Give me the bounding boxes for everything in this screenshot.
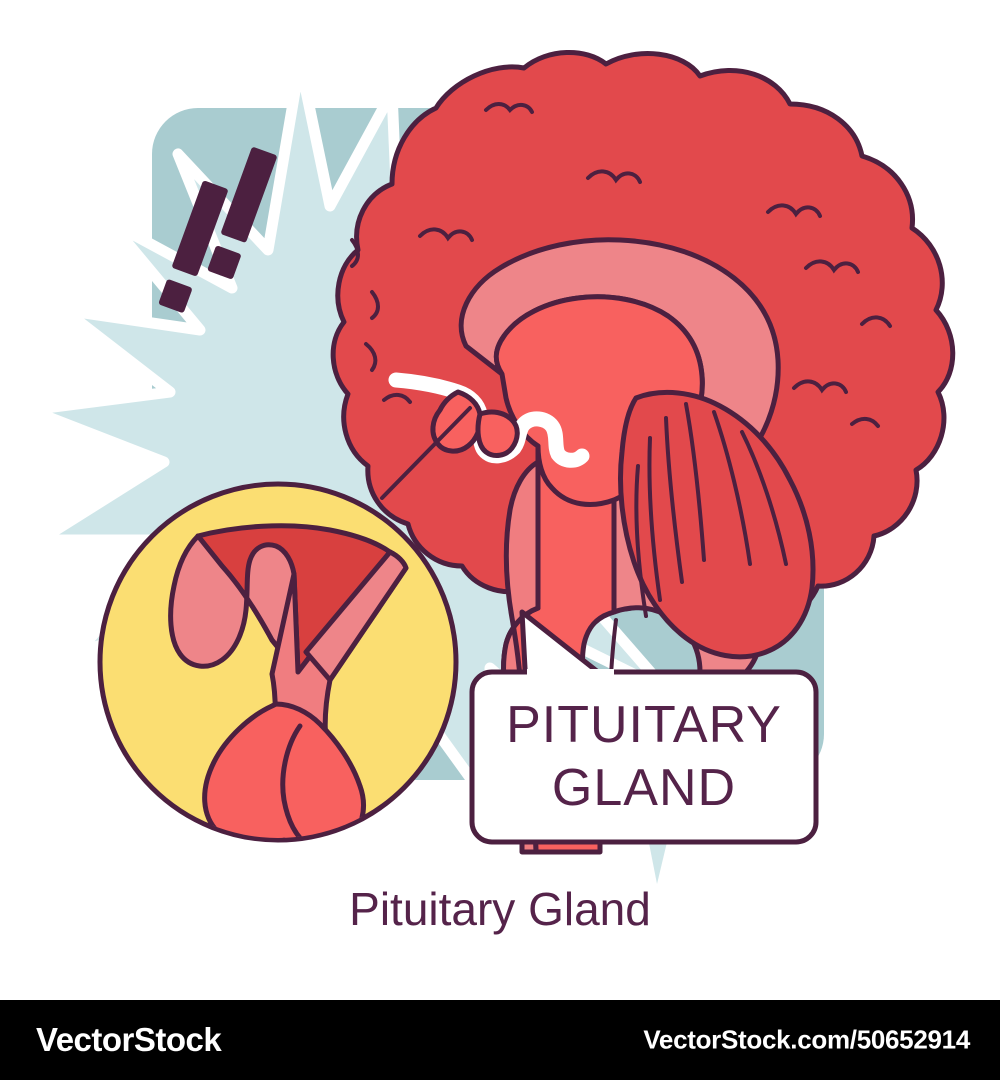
inset-gland-seam <box>280 723 311 838</box>
brainstem <box>501 459 541 855</box>
inset-fan-edge <box>303 549 409 683</box>
cerebellum-folia-lines <box>634 402 788 618</box>
callout-box[interactable]: PITUITARY GLAND <box>469 609 819 845</box>
pituitary-stalk <box>475 409 520 458</box>
exclamation-bar-1 <box>172 180 228 276</box>
vectorstock-logo: VectorStock <box>36 1021 222 1058</box>
pituitary-gland-illustration: PITUITARY GLAND Pituitary Gland <box>30 50 956 935</box>
exclamation-dot-2 <box>207 245 241 279</box>
vectorstock-url: VectorStock.com/50652914 <box>643 1024 970 1055</box>
magnifier-inset <box>97 481 459 843</box>
cortex-gyri-marks <box>350 102 892 428</box>
page-caption: Pituitary Gland <box>349 883 651 935</box>
callout-line-1: PITUITARY <box>506 696 782 754</box>
callout-line-2: GLAND <box>552 759 736 817</box>
exclamation-dot-1 <box>158 279 192 313</box>
leader-line <box>380 406 472 500</box>
starburst-spike-lower <box>648 838 668 884</box>
exclamation-bar-2 <box>221 147 277 243</box>
exclamation-marks <box>158 147 277 313</box>
watermark-footer: VectorStock VectorStock.com/50652914 <box>0 1000 1000 1080</box>
inset-left-horn <box>168 533 301 675</box>
callout-rect <box>469 669 819 845</box>
